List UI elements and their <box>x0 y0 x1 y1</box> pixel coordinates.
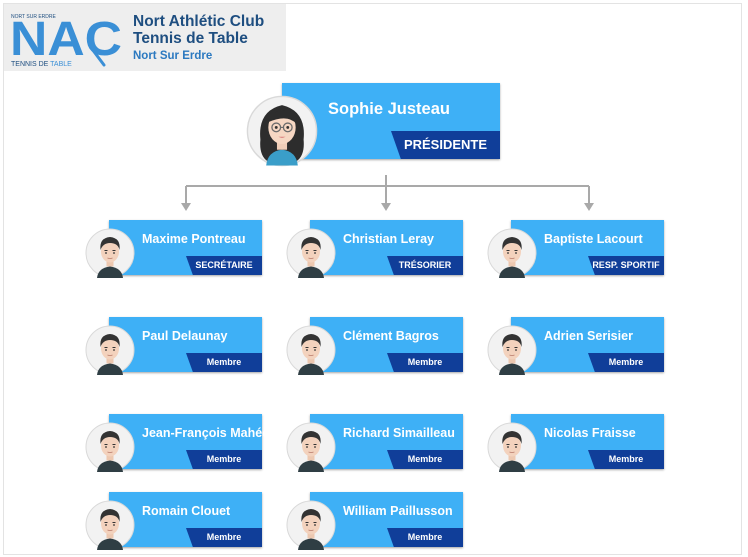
member-name: Baptiste Lacourt <box>544 232 643 246</box>
member-name: Clément Bagros <box>343 329 439 343</box>
club-header: NORT SUR ERDRE NAC TENNIS DE TABLE Nort … <box>4 4 286 71</box>
member-avatar <box>85 228 135 278</box>
member-role: RESP. SPORTIF <box>588 256 664 275</box>
club-location: Nort Sur Erdre <box>133 50 213 62</box>
member-role: Membre <box>186 353 262 372</box>
member-name: Christian Leray <box>343 232 435 246</box>
member-role: Membre <box>588 353 664 372</box>
member-name: Adrien Serisier <box>544 329 633 343</box>
club-name-line1: Nort Athlétic Club <box>133 13 265 30</box>
member-name: Romain Clouet <box>142 504 231 518</box>
club-logo: NORT SUR ERDRE NAC TENNIS DE TABLE <box>10 13 122 68</box>
member-role: Membre <box>588 450 664 469</box>
logo-top-text: NORT SUR ERDRE <box>11 14 56 20</box>
member-role: Membre <box>186 450 262 469</box>
president-name: Sophie Justeau <box>328 100 450 118</box>
member-avatar <box>85 500 135 550</box>
member-avatar <box>85 422 135 472</box>
logo-letters: NAC <box>10 13 122 66</box>
member-avatar <box>286 422 336 472</box>
president-card: Sophie Justeau PRÉSIDENTE <box>246 83 500 167</box>
member-name: William Paillusson <box>343 504 453 518</box>
member-role: Membre <box>387 353 463 372</box>
member-role: Membre <box>387 528 463 547</box>
member-avatar <box>487 422 537 472</box>
president-role: PRÉSIDENTE <box>391 131 500 159</box>
member-name: Richard Simailleau <box>343 426 455 440</box>
member-name: Nicolas Fraisse <box>544 426 636 440</box>
member-role: Membre <box>387 450 463 469</box>
page-frame <box>3 3 742 555</box>
club-name-line2: Tennis de Table <box>133 30 248 47</box>
member-role: SECRÉTAIRE <box>186 256 262 275</box>
member-avatar <box>286 228 336 278</box>
member-name: Maxime Pontreau <box>142 232 246 246</box>
member-avatar <box>85 325 135 375</box>
logo-bottom-text: TENNIS DE TABLE <box>11 61 72 68</box>
member-role: Membre <box>186 528 262 547</box>
member-name: Jean-François Mahéo <box>142 426 270 440</box>
president-avatar <box>246 95 318 167</box>
member-avatar <box>487 228 537 278</box>
member-avatar <box>286 325 336 375</box>
member-role: TRÉSORIER <box>387 256 463 275</box>
member-avatar <box>487 325 537 375</box>
member-avatar <box>286 500 336 550</box>
club-name: Nort Athlétic Club Tennis de Table <box>133 13 264 47</box>
member-name: Paul Delaunay <box>142 329 228 343</box>
